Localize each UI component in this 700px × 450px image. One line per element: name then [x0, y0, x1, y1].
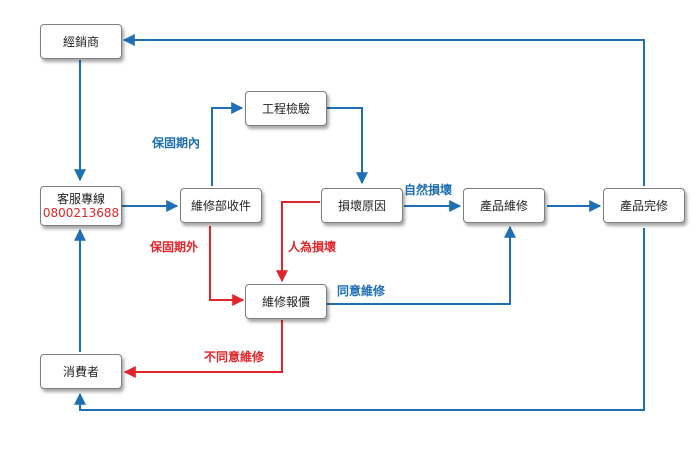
label-out-warranty: 保固期外	[150, 240, 199, 254]
node-receive-label: 維修部收件	[190, 198, 251, 213]
node-dealer: 經銷商	[40, 24, 122, 59]
node-cause-label: 損壞原因	[337, 198, 386, 213]
label-in-warranty: 保固期內	[152, 136, 201, 150]
edge-inspect-to-cause	[324, 107, 368, 185]
edge-receive-to-quote	[209, 226, 245, 306]
node-hotline: 客服專線 0800213688	[40, 186, 122, 226]
edge-quote-to-consumer	[123, 320, 283, 378]
edge-receive-to-inspect	[211, 102, 244, 186]
label-natural-damage: 自然損壞	[404, 183, 453, 197]
label-human-damage: 人為損壞	[288, 240, 337, 254]
node-consumer: 消費者	[40, 354, 122, 389]
hotline-phone-number: 0800213688	[42, 206, 120, 220]
node-repair-label: 產品維修	[479, 198, 528, 213]
node-done-label: 產品完修	[619, 198, 668, 213]
node-repair: 產品維修	[463, 188, 545, 223]
node-inspect-label: 工程檢驗	[261, 101, 310, 116]
node-receive: 維修部收件	[180, 188, 262, 223]
edge-done-to-dealer	[122, 34, 645, 186]
node-hotline-label: 客服專線	[56, 192, 105, 206]
node-consumer-label: 消費者	[62, 364, 99, 379]
label-agree-repair: 同意維修	[337, 284, 386, 298]
label-disagree-repair: 不同意維修	[204, 350, 265, 364]
node-inspect: 工程檢驗	[245, 91, 327, 126]
node-dealer-label: 經銷商	[62, 34, 99, 49]
node-quote-label: 維修報價	[261, 294, 310, 309]
node-quote: 維修報價	[245, 284, 327, 319]
edge-cause-to-quote	[276, 201, 320, 283]
node-cause: 損壞原因	[321, 188, 403, 223]
node-done: 產品完修	[603, 188, 685, 223]
edge-done-to-consumer	[74, 228, 645, 411]
edge-quote-to-repair	[326, 225, 516, 305]
